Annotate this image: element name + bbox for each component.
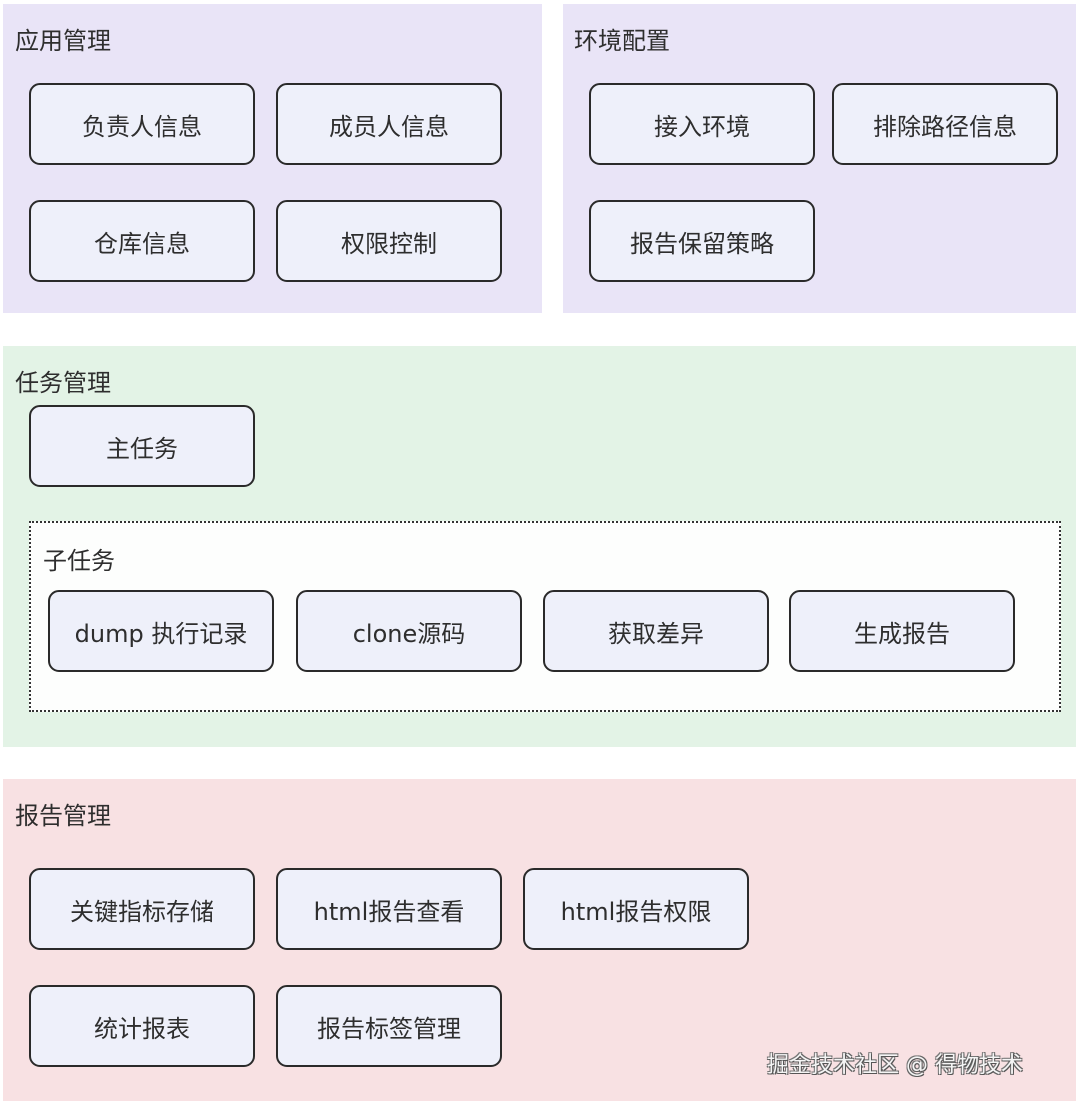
task-management-title: 任务管理 xyxy=(15,369,111,397)
app-management-title: 应用管理 xyxy=(15,27,111,55)
owner-info-box[interactable]: 负责人信息 xyxy=(29,83,255,165)
dump-record-box[interactable]: dump 执行记录 xyxy=(48,590,274,672)
subtask-group: 子任务 dump 执行记录 clone源码 获取差异 生成报告 xyxy=(29,521,1061,712)
report-retention-box[interactable]: 报告保留策略 xyxy=(589,200,815,282)
report-management-panel: 报告管理 关键指标存储 html报告查看 html报告权限 统计报表 报告标签管… xyxy=(3,779,1076,1101)
permission-control-box[interactable]: 权限控制 xyxy=(276,200,502,282)
repo-info-box[interactable]: 仓库信息 xyxy=(29,200,255,282)
key-metrics-box[interactable]: 关键指标存储 xyxy=(29,868,255,950)
html-report-permission-box[interactable]: html报告权限 xyxy=(523,868,749,950)
member-info-box[interactable]: 成员人信息 xyxy=(276,83,502,165)
report-tag-management-box[interactable]: 报告标签管理 xyxy=(276,985,502,1067)
subtask-title: 子任务 xyxy=(43,547,115,575)
env-config-panel: 环境配置 接入环境 排除路径信息 报告保留策略 xyxy=(563,4,1076,313)
clone-source-box[interactable]: clone源码 xyxy=(296,590,522,672)
access-env-box[interactable]: 接入环境 xyxy=(589,83,815,165)
html-report-view-box[interactable]: html报告查看 xyxy=(276,868,502,950)
statistics-report-box[interactable]: 统计报表 xyxy=(29,985,255,1067)
main-task-box[interactable]: 主任务 xyxy=(29,405,255,487)
generate-report-box[interactable]: 生成报告 xyxy=(789,590,1015,672)
app-management-panel: 应用管理 负责人信息 成员人信息 仓库信息 权限控制 xyxy=(3,4,542,313)
report-management-title: 报告管理 xyxy=(15,802,111,830)
exclude-path-box[interactable]: 排除路径信息 xyxy=(832,83,1058,165)
get-diff-box[interactable]: 获取差异 xyxy=(543,590,769,672)
watermark-text: 掘金技术社区 @ 得物技术 xyxy=(767,1053,1023,1078)
task-management-panel: 任务管理 主任务 子任务 dump 执行记录 clone源码 获取差异 生成报告 xyxy=(3,346,1076,747)
env-config-title: 环境配置 xyxy=(574,27,670,55)
